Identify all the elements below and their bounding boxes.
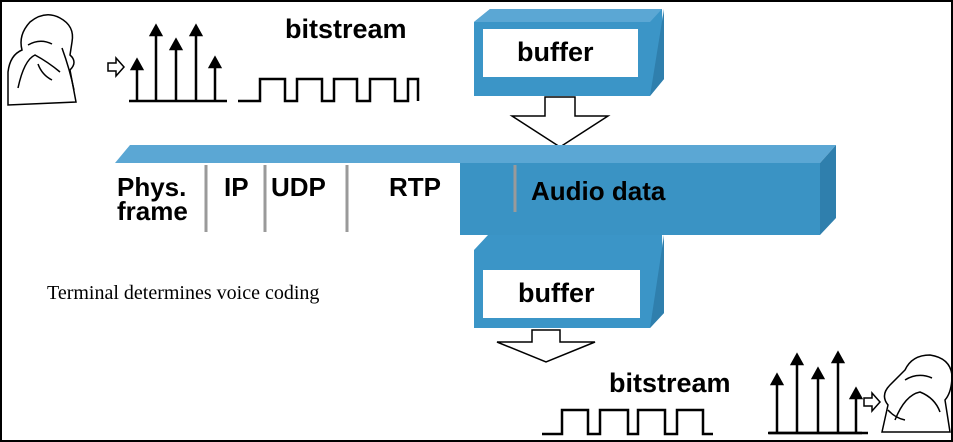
- packet-field-phys-frame: Phys. frame: [117, 172, 188, 226]
- spike-arrowhead: [129, 57, 145, 71]
- sample-spikes: [129, 23, 227, 103]
- arrow-right-icon: [107, 56, 126, 78]
- spike-arrowhead: [789, 352, 805, 366]
- buffer-box: [474, 9, 664, 96]
- spike-arrowhead: [188, 23, 204, 37]
- packet-band: [115, 145, 836, 235]
- arrow-right-icon: [863, 391, 882, 413]
- down-arrow-icon: [496, 329, 596, 363]
- sample-spikes: [769, 350, 868, 435]
- bitstream-wave: [542, 408, 713, 436]
- spike-arrowhead: [769, 372, 785, 386]
- spike-arrowhead: [830, 350, 846, 364]
- spike-arrowhead: [848, 386, 864, 400]
- person-speaking-icon: [7, 14, 77, 106]
- down-arrow-icon: [509, 96, 611, 148]
- bitstream-label: bitstream: [285, 14, 407, 44]
- buffer-box: [474, 235, 664, 328]
- spike-arrowhead: [168, 37, 184, 51]
- packet-field-udp: UDP: [271, 172, 326, 202]
- bitstream-wave: [238, 77, 420, 103]
- buffer-label: buffer: [518, 278, 595, 308]
- person-listening-icon: [881, 354, 953, 433]
- bitstream-label: bitstream: [609, 368, 731, 398]
- packet-field-audio-data: Audio data: [531, 176, 666, 206]
- buffer-label: buffer: [517, 37, 594, 67]
- packet-field-rtp: RTP: [389, 172, 441, 202]
- spike-arrowhead: [810, 366, 826, 380]
- packet-field-ip: IP: [224, 172, 249, 202]
- caption: Terminal determines voice coding: [47, 282, 320, 304]
- spike-arrowhead: [148, 23, 164, 37]
- spike-arrowhead: [207, 55, 223, 69]
